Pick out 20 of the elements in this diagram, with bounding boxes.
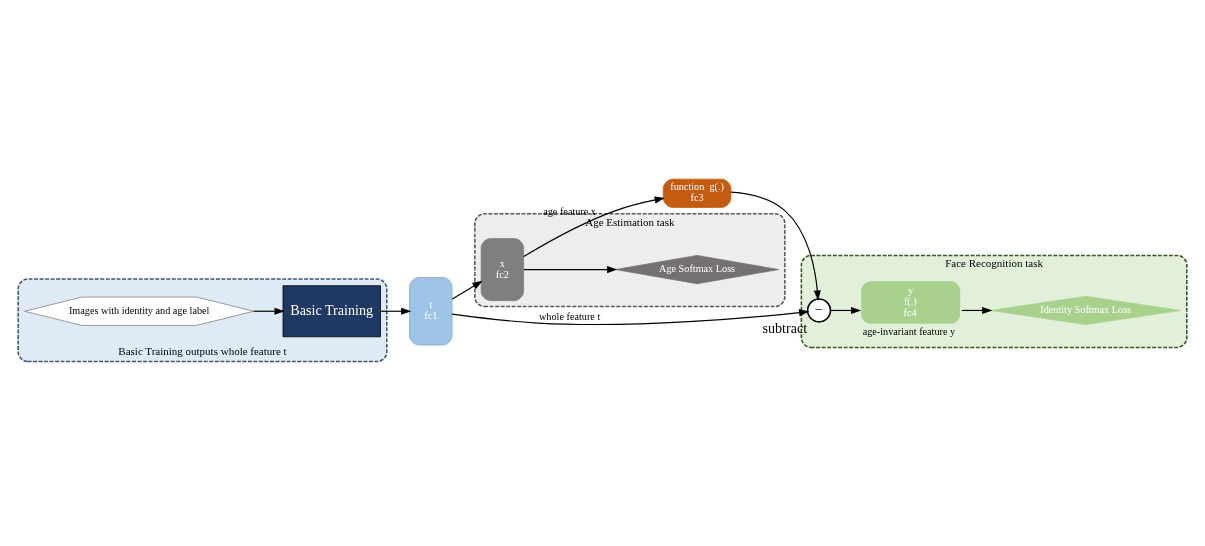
node-circle: −: [806, 297, 832, 323]
arrow: [451, 280, 483, 300]
edge-label: whole feature t: [538, 310, 601, 322]
arrow: [961, 306, 993, 314]
arrow: [523, 195, 665, 257]
node-box: function g(.) fc3: [662, 178, 732, 208]
arrow: [253, 307, 285, 315]
node-label: age-invariant feature y: [862, 325, 956, 337]
arrow: [730, 191, 821, 301]
node-box: t fc1: [409, 276, 453, 345]
node-box: y f(.) fc4: [861, 280, 961, 324]
arrow: [380, 307, 412, 315]
arrow: [523, 265, 618, 273]
arrow: [829, 306, 862, 314]
arrow: [451, 308, 810, 325]
node-box: Basic Training: [282, 284, 381, 337]
node-box: x fc2: [480, 237, 524, 301]
node-diamond: Age Softmax Loss: [615, 254, 780, 284]
node-label: subtract: [762, 319, 808, 336]
node-diamond: Identity Softmax Loss: [990, 295, 1181, 325]
